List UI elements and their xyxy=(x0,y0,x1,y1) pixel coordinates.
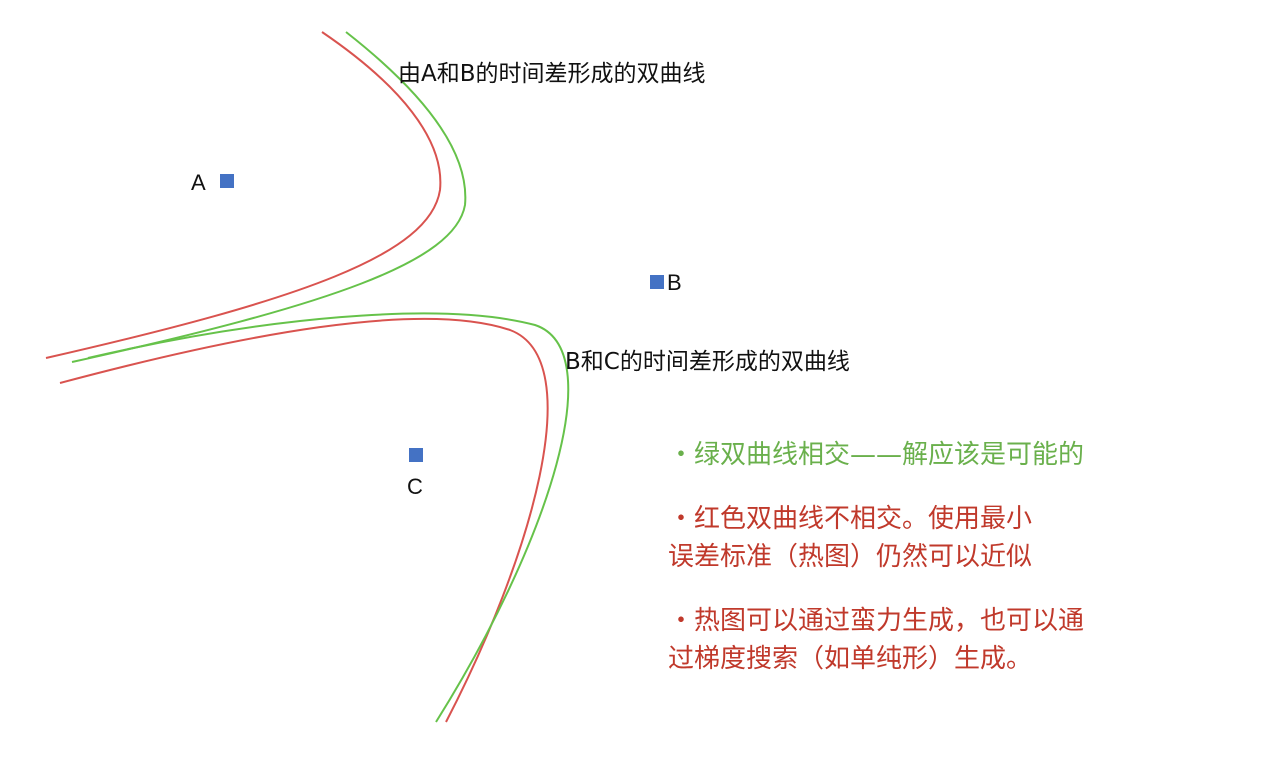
point-marker-b xyxy=(650,275,664,289)
hyperbola-bc-green xyxy=(87,312,570,723)
caption-ab-hyperbola: 由A和B的时间差形成的双曲线 xyxy=(398,61,706,87)
point-label-b: B xyxy=(667,270,682,295)
point-label-a: A xyxy=(191,170,206,195)
caption-bc-hyperbola: B和C的时间差形成的双曲线 xyxy=(565,349,850,375)
note-red-no-intersect: ・红色双曲线不相交。使用最小 误差标准（热图）仍然可以近似 xyxy=(668,504,1033,572)
hyperbola-ab-red xyxy=(45,31,442,359)
point-label-c: C xyxy=(407,474,423,499)
note-green-intersect: ・绿双曲线相交——解应该是可能的 xyxy=(668,440,1085,470)
note-heatmap-generation: ・热图可以通过蛮力生成，也可以通 过梯度搜索（如单纯形）生成。 xyxy=(668,606,1085,674)
point-marker-c xyxy=(409,448,423,462)
hyperbola-bc-red xyxy=(59,317,549,723)
notes-panel: ・绿双曲线相交——解应该是可能的 ・红色双曲线不相交。使用最小 误差标准（热图）… xyxy=(668,436,1148,678)
hyperbola-ab-green xyxy=(71,31,467,363)
point-marker-a xyxy=(220,174,234,188)
